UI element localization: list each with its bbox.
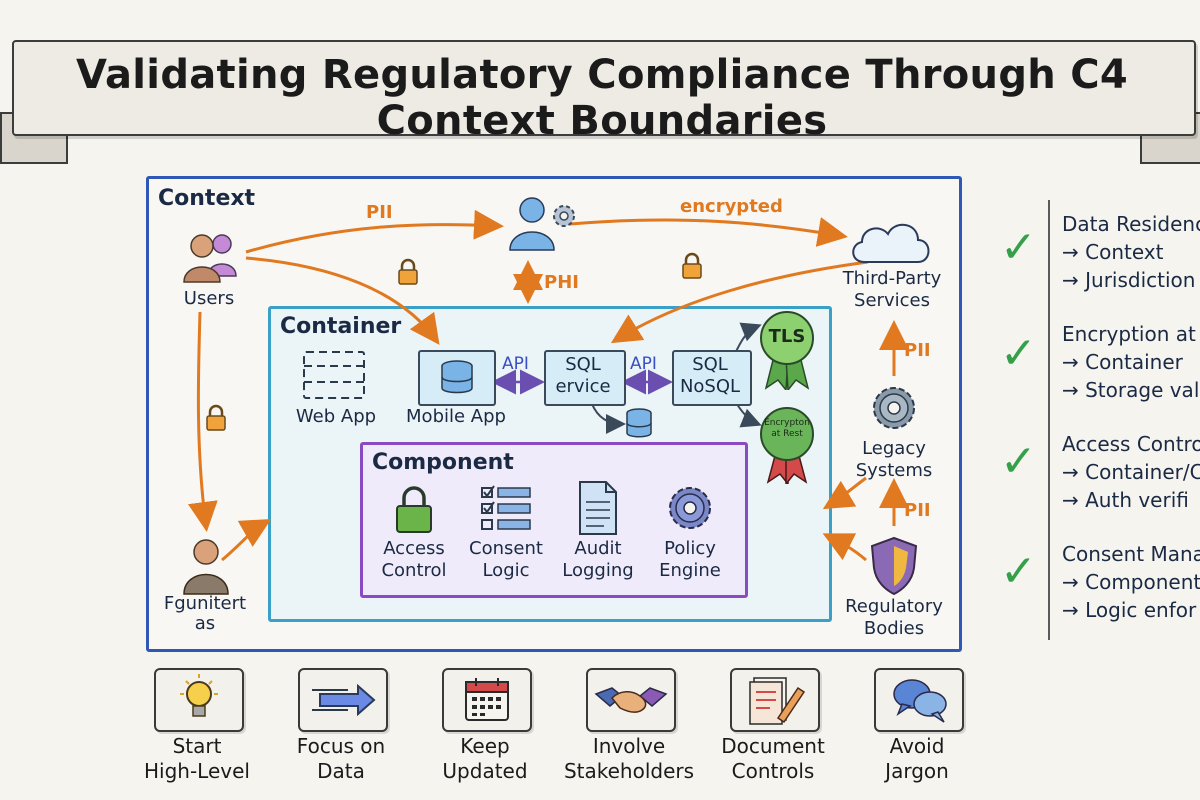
arrow-sql-to-db [591, 403, 626, 434]
sql-service-label: SQL ervice [555, 354, 611, 397]
arrow-users-to-mobile [245, 256, 440, 345]
arrow-users-down [188, 311, 218, 532]
speech-bubbles-icon [893, 679, 947, 723]
lightbulb-icon [180, 674, 218, 717]
arrow-regulatory-to-container [822, 533, 867, 562]
third-party-label: Third-Party Services [842, 268, 942, 311]
check-icon: ✓ [1000, 222, 1037, 273]
component-item-policy-engine: Policy Engine [659, 538, 721, 581]
users-icon [183, 234, 237, 283]
checklist-line: → Container [1062, 350, 1183, 374]
checklist-line: → Context [1062, 240, 1164, 264]
web-app-icon [303, 351, 365, 399]
actor-label: Fgunitert as [163, 593, 247, 634]
tip-card-involve-stakeholders [586, 668, 676, 732]
context-label: Context [158, 186, 256, 211]
checklist-line: → Storage val [1062, 378, 1200, 402]
checklist-title-data-residency: Data Residenc [1062, 212, 1200, 236]
encryption-badge-icon [760, 407, 814, 484]
checklist-title-encryption: Encryption at [1062, 322, 1196, 346]
sql-nosql-label: SQL NoSQL [679, 354, 741, 397]
arrow-icon [312, 683, 376, 717]
component-item-access-control: Access Control [381, 538, 447, 581]
cloud-icon [852, 224, 930, 263]
component-item-audit-logging: Audit Logging [562, 538, 634, 581]
flow-label-encrypted: encrypted [680, 196, 783, 217]
mobile-app-box [418, 350, 496, 406]
lock-icon [396, 486, 432, 533]
checklist-title-consent: Consent Mana [1062, 542, 1200, 566]
arrow-third-party-to-sql [610, 260, 869, 344]
container-label: Container [280, 314, 402, 339]
document-icon [579, 481, 617, 535]
arrow-legacy-to-container [822, 476, 867, 510]
checklist-icon [481, 485, 531, 530]
gear-icon [669, 487, 711, 529]
lock-icon [682, 252, 702, 279]
tip-label-keep-updated: Keep Updated [442, 734, 528, 783]
web-app-label: Web App [295, 406, 377, 427]
lock-icon [398, 258, 418, 285]
check-icon: ✓ [1000, 328, 1037, 379]
users-label: Users [183, 288, 235, 309]
tls-badge-icon [760, 311, 814, 390]
title-banner [12, 40, 1196, 136]
component-label: Component [372, 450, 514, 475]
checklist-title-access-control: Access Contro [1062, 432, 1200, 456]
checklist-line: → Component [1062, 570, 1200, 594]
document-pen-icon [749, 677, 806, 725]
tls-badge-label: TLS [768, 326, 806, 347]
database-icon [441, 360, 473, 394]
tip-card-start-high-level [154, 668, 244, 732]
admin-user-icon [509, 197, 575, 251]
mobile-app-label: Mobile App [406, 406, 506, 427]
checklist-line: → Auth verifi [1062, 488, 1189, 512]
check-icon: ✓ [1000, 546, 1037, 597]
legacy-label: Legacy Systems [855, 438, 933, 481]
component-item-consent-logic: Consent Logic [469, 538, 543, 581]
tip-card-document-controls [730, 668, 820, 732]
flow-label-phi: PHI [544, 272, 579, 293]
tip-card-keep-updated [442, 668, 532, 732]
regulatory-label: Regulatory Bodies [845, 596, 943, 639]
person-icon [183, 539, 229, 595]
arrow-users-to-admin [245, 209, 504, 254]
flow-label-pii-top: PII [366, 202, 393, 223]
arrow-actor-to-container [221, 519, 272, 562]
check-icon: ✓ [1000, 436, 1037, 487]
tip-label-start-high-level: Start High-Level [144, 734, 250, 783]
tip-label-document-controls: Document Controls [721, 734, 825, 783]
flow-label-pii-right: PII [904, 340, 931, 361]
page-title: Validating Regulatory Compliance Through… [75, 52, 1129, 144]
tip-card-avoid-jargon [874, 668, 964, 732]
tip-label-avoid-jargon: Avoid Jargon [885, 734, 949, 783]
calendar-icon [465, 678, 509, 721]
lock-icon [206, 404, 226, 431]
panel-divider [1048, 200, 1050, 640]
checklist-line: → Jurisdiction [1062, 268, 1196, 292]
handshake-icon [594, 687, 668, 713]
sql-service-box [544, 350, 626, 406]
tip-card-focus-on-data [298, 668, 388, 732]
arrow-admin-to-third-party [569, 217, 848, 247]
tip-label-involve-stakeholders: Involve Stakeholders [563, 734, 695, 783]
database-icon [626, 408, 652, 438]
shield-icon [870, 536, 918, 596]
api-label-left: API [502, 354, 529, 374]
sql-nosql-box [672, 350, 752, 406]
api-label-right: API [630, 354, 657, 374]
tip-label-focus-on-data: Focus on Data [296, 734, 386, 783]
encryption-badge-label: Encrypt­on at Rest [764, 418, 810, 439]
gear-icon [873, 387, 915, 429]
flow-label-pii-lower: PII [904, 500, 931, 521]
checklist-line: → Container/C [1062, 460, 1200, 484]
checklist-line: → Logic enfor [1062, 598, 1197, 622]
